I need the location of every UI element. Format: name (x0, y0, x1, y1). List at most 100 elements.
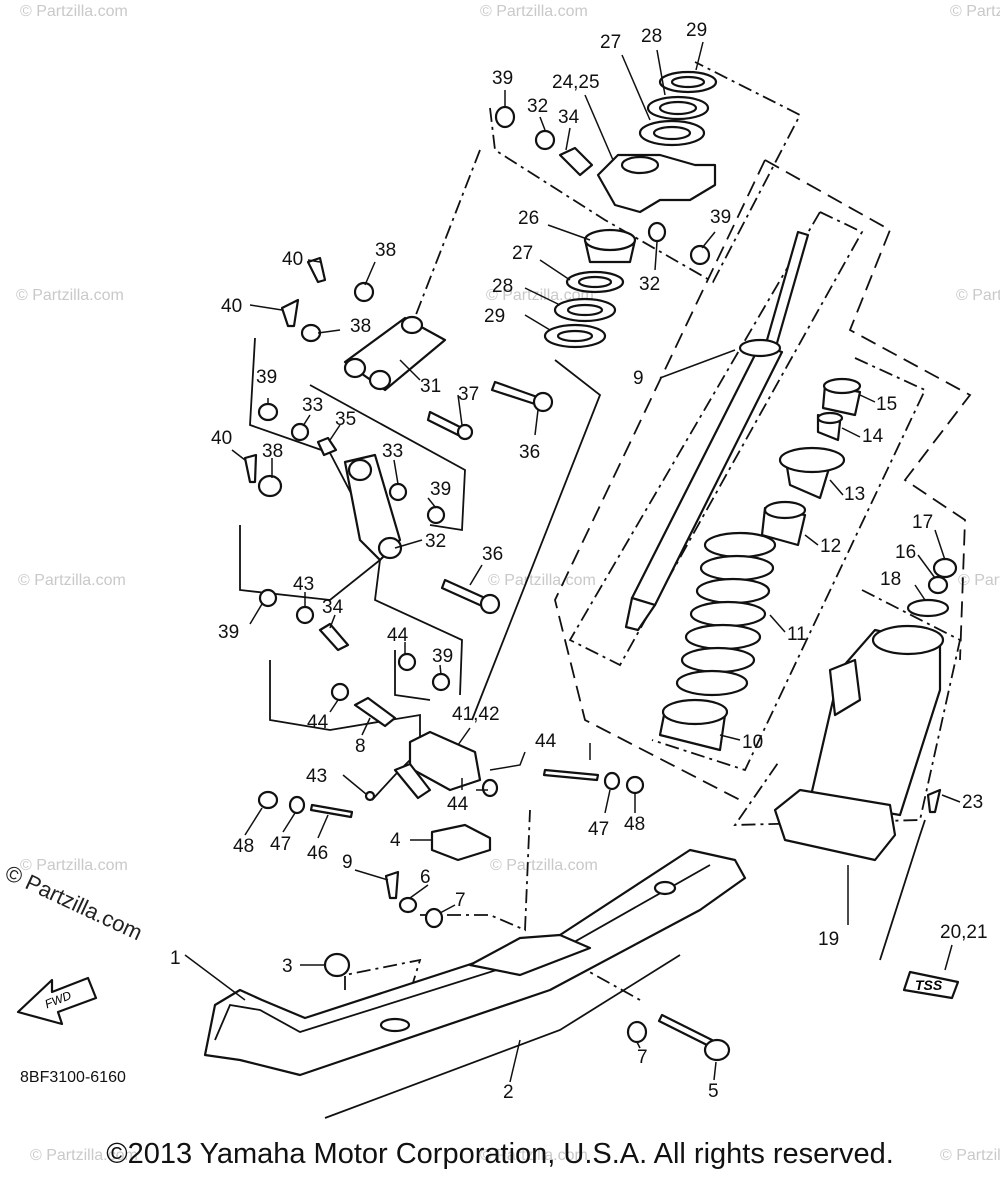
part-number: 8BF3100-6160 (20, 1069, 126, 1086)
spring-cap-top (822, 377, 862, 395)
spring-coil (699, 554, 775, 582)
watermark: © Partzilla.com (488, 572, 596, 589)
watermark: © Partzilla.com (18, 572, 126, 589)
pin (542, 768, 600, 782)
collar (558, 146, 594, 177)
link-hole (400, 315, 424, 335)
collar (290, 422, 310, 442)
callout-2: 2 (503, 1082, 514, 1103)
callout-26: 26 (518, 208, 539, 229)
screw (926, 788, 942, 814)
callout-38: 38 (350, 316, 371, 337)
callout-11: 10 (742, 732, 763, 753)
callout-6: 6 (420, 867, 431, 888)
shock-rod-tip (624, 596, 657, 632)
bolt-head (479, 593, 501, 615)
callout-34: 34 (322, 597, 344, 618)
callout-18: 17 (912, 512, 933, 533)
group-outline (309, 384, 466, 532)
callout-44: 44 (447, 794, 469, 815)
callout-36: 36 (482, 544, 503, 565)
ski-bolt-head (703, 1038, 731, 1062)
callout-41-42: 41,42 (452, 704, 500, 725)
spring-coil (695, 577, 771, 605)
pivot-bracket (393, 762, 432, 800)
callout-39: 39 (492, 68, 513, 89)
collar (295, 605, 315, 625)
cotter-pin (243, 453, 258, 484)
callout-44: 43 (293, 574, 314, 595)
callout-1: 1 (170, 948, 181, 969)
callout-3: 3 (282, 956, 293, 977)
callout-20-21: 19 (818, 929, 839, 950)
callout-40: 40 (282, 249, 303, 270)
shock-rod-assembly (624, 230, 810, 632)
washer (603, 771, 621, 791)
group-outline (420, 809, 531, 932)
group-outline (651, 357, 927, 772)
group-outline (249, 337, 366, 521)
bushing-stack (543, 228, 637, 349)
watermark: © Partzilla.com (956, 287, 1000, 304)
collar (257, 790, 279, 810)
callout-44: 44 (387, 625, 409, 646)
callout-39: 39 (218, 622, 239, 643)
callout-7: 7 (637, 1047, 648, 1068)
group-outline (733, 589, 962, 826)
watermark: © Partzilla.com (958, 572, 1000, 589)
spring-seat-top (661, 698, 729, 726)
ski-slot (653, 880, 677, 896)
leader-lines (184, 41, 961, 1083)
watermark: © Partzilla.com (940, 1147, 1000, 1164)
callout-7: 7 (455, 890, 466, 911)
callout-27: 27 (512, 243, 533, 264)
callout-46: 46 (307, 843, 328, 864)
callout-40: 40 (211, 428, 232, 449)
callout-29: 29 (686, 20, 707, 41)
group-outline (489, 61, 802, 284)
nut (300, 323, 322, 343)
callout-44: 44 (307, 712, 329, 733)
nut (534, 129, 556, 151)
callout-16: 15 (876, 394, 897, 415)
callout-12: 11 (787, 624, 807, 645)
collar (388, 482, 408, 502)
nut (258, 588, 278, 608)
damper-body (808, 628, 942, 817)
watermark-group: © Partzilla.com © Partzilla.com © Partzi… (16, 3, 1000, 1164)
nut (257, 474, 283, 498)
callout-8: 8 (355, 736, 366, 757)
group-outline (549, 949, 641, 1001)
callout-39: 39 (256, 367, 277, 388)
watermark: © Partzilla.com (480, 1147, 588, 1164)
callout-40: 40 (221, 296, 242, 317)
hardware (243, 256, 731, 1062)
callout-23: 23 (962, 792, 983, 813)
callout-38: 38 (375, 240, 396, 261)
group-outline (269, 660, 421, 801)
callout-36: 36 (519, 442, 540, 463)
spring-coil (680, 646, 756, 674)
spring-coil (689, 600, 767, 628)
collar (625, 775, 645, 795)
callout-33: 33 (302, 395, 323, 416)
watermark: © Partzilla.com (490, 857, 598, 874)
callout-4: 4 (390, 830, 401, 851)
bolt (426, 410, 464, 437)
bolt (490, 380, 542, 407)
callout-35: 35 (335, 409, 356, 430)
spring-collar-top (816, 411, 844, 425)
spring-assembly (658, 377, 862, 752)
pivot-arm-assembly (494, 70, 718, 266)
washer (424, 907, 444, 929)
bushing-hole (652, 125, 692, 141)
collar (316, 436, 338, 457)
collar (353, 696, 397, 728)
spring-coil (675, 669, 749, 697)
callout-45: 44 (535, 731, 557, 752)
watermark: © Partzilla.com (30, 1147, 138, 1164)
callout-39: 39 (430, 479, 451, 500)
bushing-top (583, 228, 637, 252)
callout-32: 32 (527, 96, 548, 117)
nut (431, 672, 451, 692)
